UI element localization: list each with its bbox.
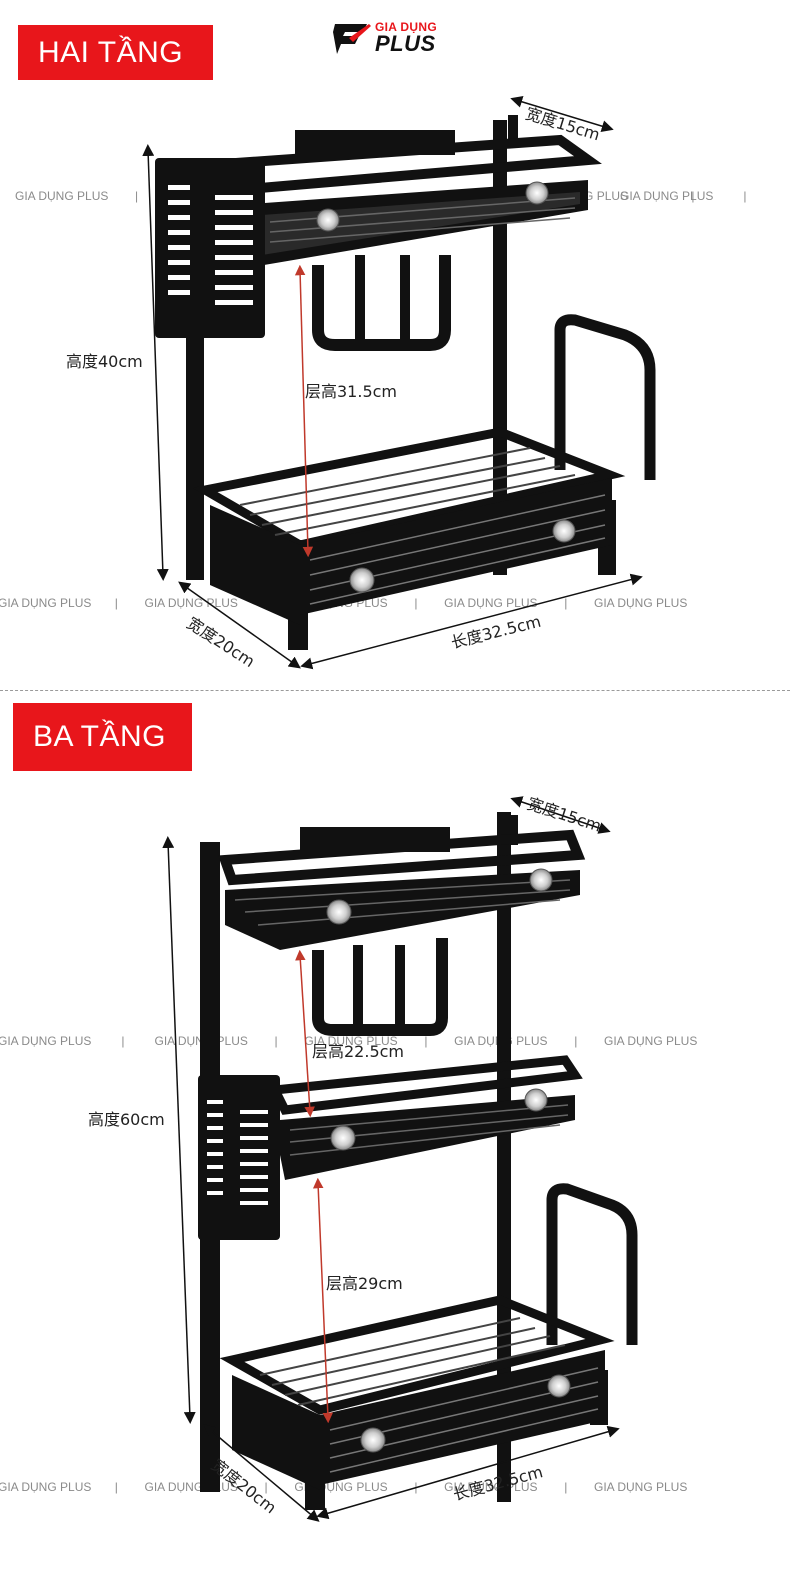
watermark-row: GIA DỤNG PLUS | — [620, 189, 747, 203]
two-tier-rack — [142, 96, 656, 670]
brand-logo: GIA DỤNG PLUS — [333, 20, 437, 56]
brand-top-text: GIA DỤNG — [375, 20, 437, 34]
section-title-three-tier: BA TẦNG — [33, 720, 166, 753]
section-banner-two-tier: HAI TẦNG — [18, 25, 213, 80]
brand-logo-icon — [333, 24, 371, 54]
section-title-two-tier: HAI TẦNG — [38, 35, 184, 69]
two-tier-layer-label: 层高31.5cm — [305, 382, 398, 401]
section-banner-three-tier: BA TẦNG — [13, 703, 192, 771]
three-tier-upper-layer-label: 层高22.5cm — [312, 1042, 405, 1061]
two-tier-height-label: 高度40cm — [66, 352, 143, 371]
brand-bottom-text: PLUS — [375, 31, 436, 56]
three-tier-rack — [162, 796, 638, 1522]
section-divider — [0, 690, 790, 691]
three-tier-lower-layer-label: 层高29cm — [326, 1274, 403, 1293]
three-tier-height-label: 高度60cm — [88, 1110, 165, 1129]
